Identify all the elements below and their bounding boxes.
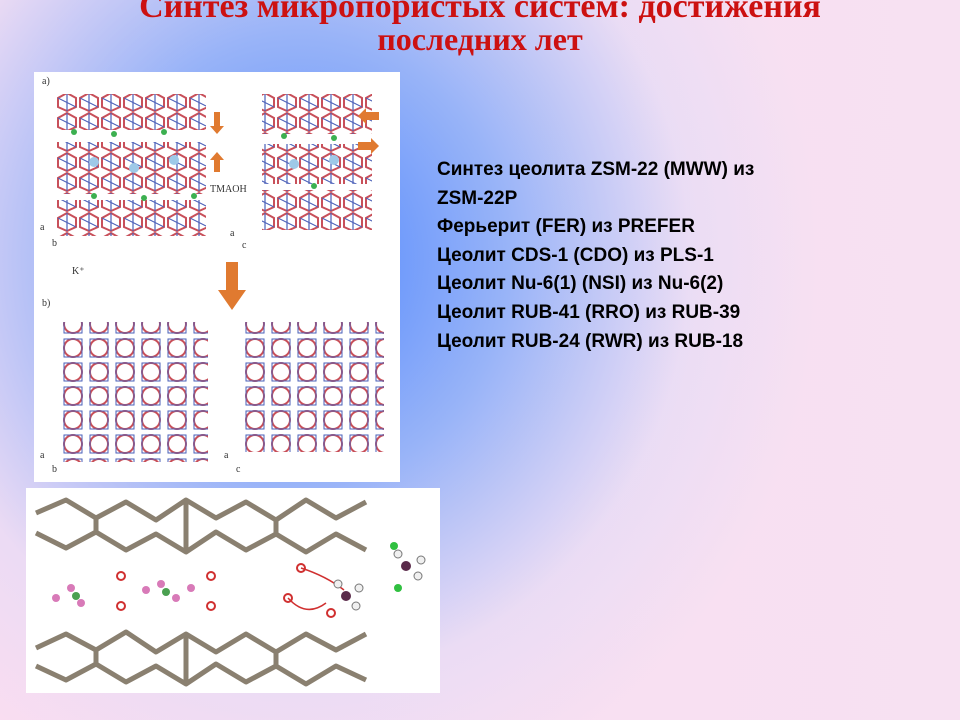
axis-label: c xyxy=(242,240,247,251)
list-item: ZSM-22P xyxy=(437,187,518,209)
list-item: Цеолит Nu-6(1) (NSI) из Nu-6(2) xyxy=(437,273,724,295)
figure-label-a: a) xyxy=(42,76,50,87)
list-item: Синтез цеолита ZSM-22 (MWW) из xyxy=(437,159,755,180)
molecular-structure-figure xyxy=(26,488,440,693)
axis-label: b xyxy=(52,464,57,475)
list-item: Ферьерит (FER) из PREFER xyxy=(437,216,695,238)
axis-label: b xyxy=(52,238,57,249)
slide-title: Синтез микропористых систем: достижения … xyxy=(0,0,960,56)
list-item: Цеолит CDS-1 (CDO) из PLS-1 xyxy=(437,244,714,266)
framework-illustration xyxy=(56,94,384,462)
list-item: Цеолит RUB-41 (RRO) из RUB-39 xyxy=(437,301,741,323)
axis-label: a xyxy=(40,450,45,461)
tmaoh-annotation: TMAOH xyxy=(210,184,247,195)
zeolite-framework-figure: a) b) TMAOH K⁺ a b a c a b a c xyxy=(34,72,400,482)
title-line-1: Синтез микропористых систем: достижения xyxy=(139,0,821,25)
axis-label: a xyxy=(224,450,229,461)
zeolite-synthesis-list: Синтез цеолита ZSM-22 (MWW) из ZSM-22P Ф… xyxy=(437,156,857,356)
molecular-illustration xyxy=(34,497,426,687)
figure-label-b: b) xyxy=(42,298,51,309)
axis-label: c xyxy=(236,464,241,475)
title-line-2: последних лет xyxy=(377,21,583,57)
axis-label: a xyxy=(40,222,45,233)
list-item: Цеолит RUB-24 (RWR) из RUB-18 xyxy=(437,330,744,352)
axis-label: a xyxy=(230,228,235,239)
potassium-annotation: K⁺ xyxy=(72,266,85,277)
